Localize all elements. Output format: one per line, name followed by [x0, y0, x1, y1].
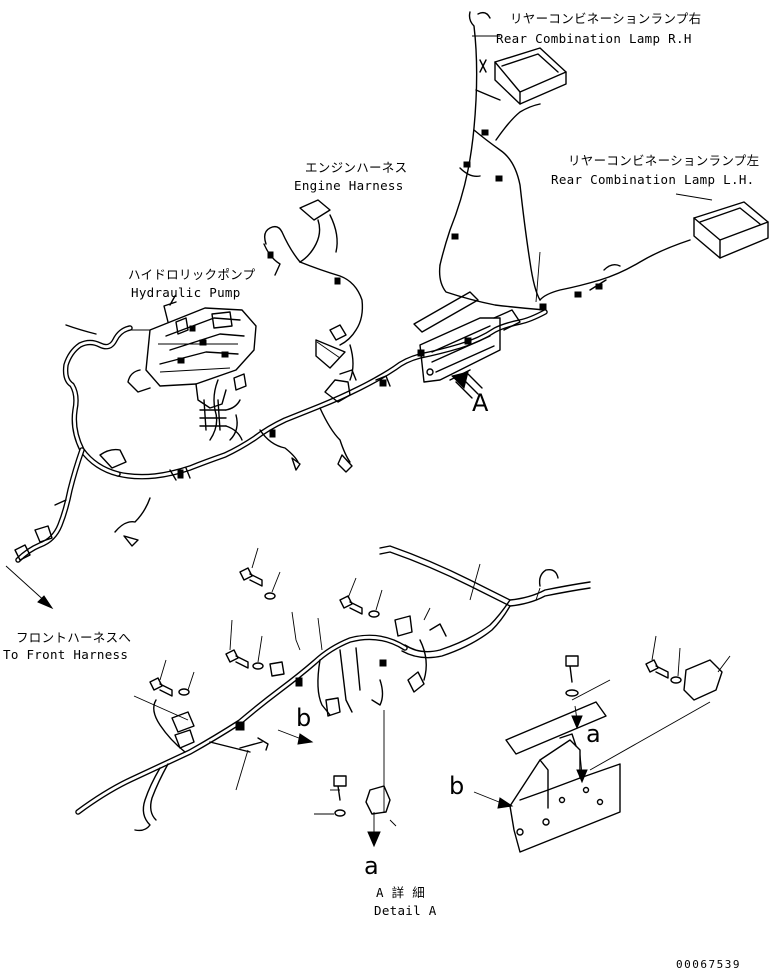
hydraulic-pump-drawing — [127, 295, 257, 441]
rear-lamp-rh-label-en: Rear Combination Lamp R.H — [496, 31, 692, 46]
ref-a-right-callout: a — [586, 720, 601, 748]
ref-b-left-callout: b — [296, 704, 312, 732]
front-harness-arrow — [37, 595, 54, 610]
upper-main-harness — [14, 303, 548, 563]
leader-rear-harness — [535, 251, 541, 303]
engine-harness-label-jp: エンジンハーネス — [305, 160, 408, 175]
rear-lamp-rh-drawing — [438, 11, 567, 311]
bracket-detail-drawing — [505, 701, 621, 853]
rear-lamp-rh-label-jp: リヤーコンビネーションランプ右 — [510, 11, 702, 26]
a-arrow-lower — [367, 812, 381, 848]
rear-lamp-lh-label-jp: リヤーコンビネーションランプ左 — [568, 153, 760, 168]
leader-front-harness — [5, 565, 49, 605]
hydraulic-pump-label-en: Hydraulic Pump — [131, 285, 241, 300]
view-a-callout: A — [472, 389, 489, 417]
hydraulic-pump-label-jp: ハイドロリックポンプ — [128, 267, 256, 282]
front-harness-label-jp: フロントハーネスへ — [16, 630, 132, 645]
rear-lamp-lh-drawing — [539, 193, 769, 301]
bolt-washer-set — [149, 567, 723, 817]
engine-harness-drawing — [263, 199, 364, 381]
detail-harness-drawing — [75, 545, 591, 832]
ref-b-right-callout: b — [449, 772, 465, 800]
detail-a-label-jp: A 詳 細 — [376, 885, 426, 900]
leader-engine-harness — [316, 341, 341, 359]
drawing-number: 00067539 — [676, 958, 741, 971]
ref-a-lower-callout: a — [364, 852, 379, 880]
view-a-arrow — [451, 371, 483, 399]
lower-leader-lines — [133, 547, 731, 827]
rear-lamp-lh-label-en: Rear Combination Lamp L.H. — [551, 172, 755, 187]
b-arrows — [277, 729, 514, 809]
controller-bracket-drawing — [413, 291, 521, 383]
detail-a-label-en: Detail A — [374, 903, 437, 918]
engine-harness-label-en: Engine Harness — [294, 178, 404, 193]
front-harness-label-en: To Front Harness — [3, 647, 129, 662]
